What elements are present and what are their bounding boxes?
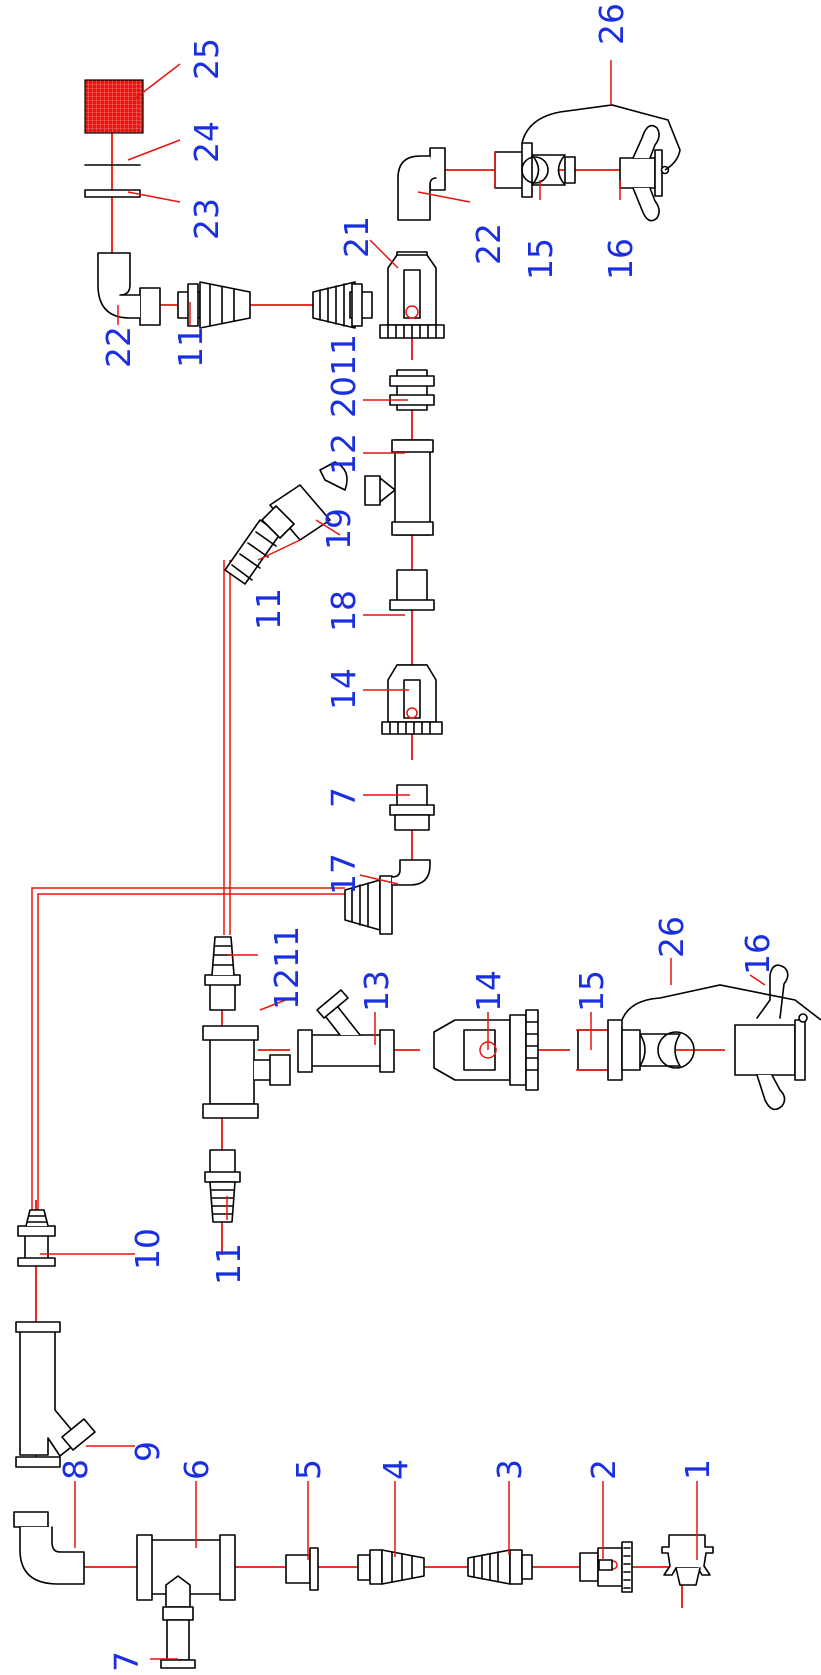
callout-26-lower: 26 [652,916,691,958]
elbow-22-left [97,252,161,326]
cable-26-upper [521,104,681,171]
hose-tail-1211 [204,936,241,1011]
gasket-23 [84,189,141,198]
hose-tail-11-mid [224,505,295,585]
callout-16-upper: 16 [601,238,640,280]
hose-tail-10 [17,1209,56,1267]
callout-11-mid: 11 [249,588,288,630]
callout-22-left: 22 [99,326,138,368]
callout-22-right: 22 [469,223,508,265]
callout-7-bottom: 7 [107,1651,146,1672]
callout-5: 5 [289,1459,328,1480]
cable-26-lower [621,984,821,1021]
callout-1: 1 [678,1459,717,1480]
callout-24: 24 [187,121,226,163]
valve-14-upper [381,664,443,735]
callout-1211: 1211 [267,926,306,1010]
elbow-8 [13,1511,85,1585]
hose-lines [31,560,345,1210]
callout-12: 12 [324,433,363,475]
callout-8: 8 [56,1459,95,1480]
callout-19: 19 [319,508,358,550]
coupler-15-lower [576,1019,695,1081]
quick-coupling-16-lower [734,964,808,1111]
mesh-block-25 [84,79,144,134]
callout-14-lower: 14 [469,970,508,1012]
callout-13: 13 [357,970,396,1012]
hose-tail-upper-right [312,281,373,329]
callout-18: 18 [324,590,363,632]
hose-tail-11-top [177,281,251,329]
tee-6 [136,1534,236,1608]
valve-14-lower [433,1009,539,1091]
hose-tail-3 [467,1549,533,1585]
callout-9: 9 [128,1441,167,1462]
tee-12-upper [364,439,434,536]
callout-15-upper: 15 [521,238,560,280]
callout-26-upper: 26 [592,3,631,45]
callout-7-top: 7 [324,787,363,808]
adapter-18 [389,569,435,611]
elbow-22-right [397,147,446,221]
callout-14-upper: 14 [324,668,363,710]
adapter-7-top [389,784,435,831]
callout-17: 17 [324,853,363,895]
y-strainer-9 [15,1321,96,1468]
tee-12-lower [202,1025,291,1119]
callout-10: 10 [128,1228,167,1270]
adapter-5 [285,1547,319,1591]
callout-25: 25 [187,38,226,80]
leader-lines [40,60,766,1660]
callout-16-lower: 16 [738,933,777,975]
callout-11-top: 11 [171,326,210,368]
elbow-17 [344,859,431,935]
quick-coupling-16-upper [619,124,670,222]
coupler-15-upper [494,142,576,198]
callout-15-lower: 15 [572,970,611,1012]
callout-23: 23 [187,198,226,240]
callout-21: 21 [337,216,376,258]
adapter-2011 [389,369,435,411]
valve-21 [379,251,445,339]
claw-coupling-1 [661,1534,714,1586]
callout-2011: 2011 [324,334,363,418]
valve-2 [579,1541,633,1593]
y-strainer-13 [297,989,395,1073]
callout-3: 3 [490,1459,529,1480]
hose-tail-4 [357,1549,425,1585]
callout-4: 4 [376,1459,415,1480]
callout-11-bottom: 11 [209,1243,248,1285]
adapter-7-bottom [160,1606,196,1669]
hose-tail-11-bottom [204,1149,241,1223]
callout-numbers: 1 2 3 4 5 6 7 8 9 10 11 1211 13 14 15 16… [56,3,777,1672]
callout-6: 6 [177,1459,216,1480]
callout-2: 2 [584,1459,623,1480]
